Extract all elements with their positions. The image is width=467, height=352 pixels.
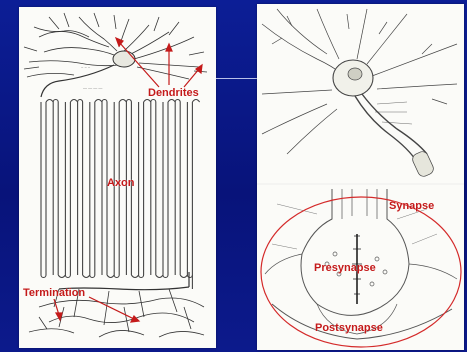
- neuron-diagram-panel: ~ ~ ~ — — — — Dendrites Axon Termination: [19, 7, 216, 348]
- label-dendrites: Dendrites: [148, 87, 199, 99]
- connector-line: [216, 78, 258, 79]
- synapse-diagram-panel: Synapse Presynapse Postsynapse: [257, 4, 464, 350]
- label-synapse: Synapse: [389, 200, 434, 212]
- synapse-drawing: [257, 4, 464, 350]
- label-postsynapse: Postsynapse: [315, 322, 383, 334]
- label-presynapse: Presynapse: [314, 262, 376, 274]
- label-termination: Termination: [23, 287, 85, 299]
- label-axon: Axon: [107, 177, 135, 189]
